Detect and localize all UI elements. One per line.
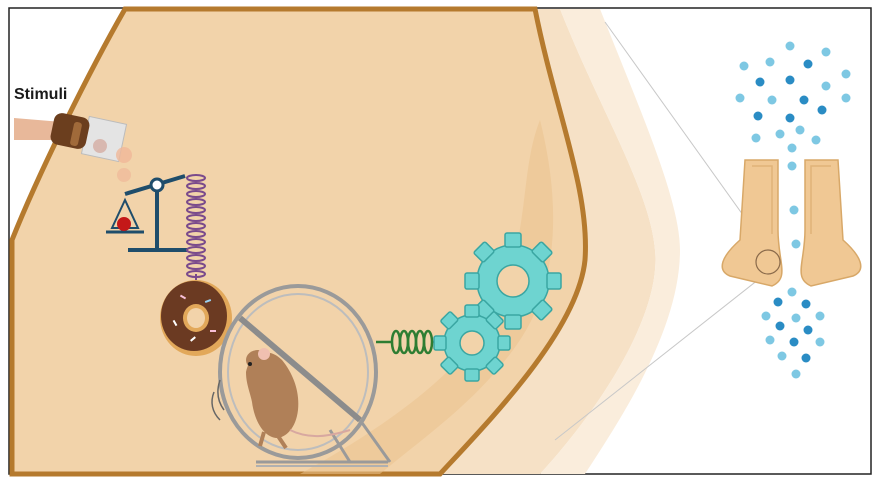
stimulus-particle bbox=[117, 168, 131, 182]
stimuli-label: Stimuli bbox=[14, 86, 67, 104]
donut-icon bbox=[160, 280, 232, 356]
stimulus-particle bbox=[116, 147, 132, 163]
gear-icon bbox=[434, 305, 510, 381]
cell-body bbox=[12, 9, 585, 474]
